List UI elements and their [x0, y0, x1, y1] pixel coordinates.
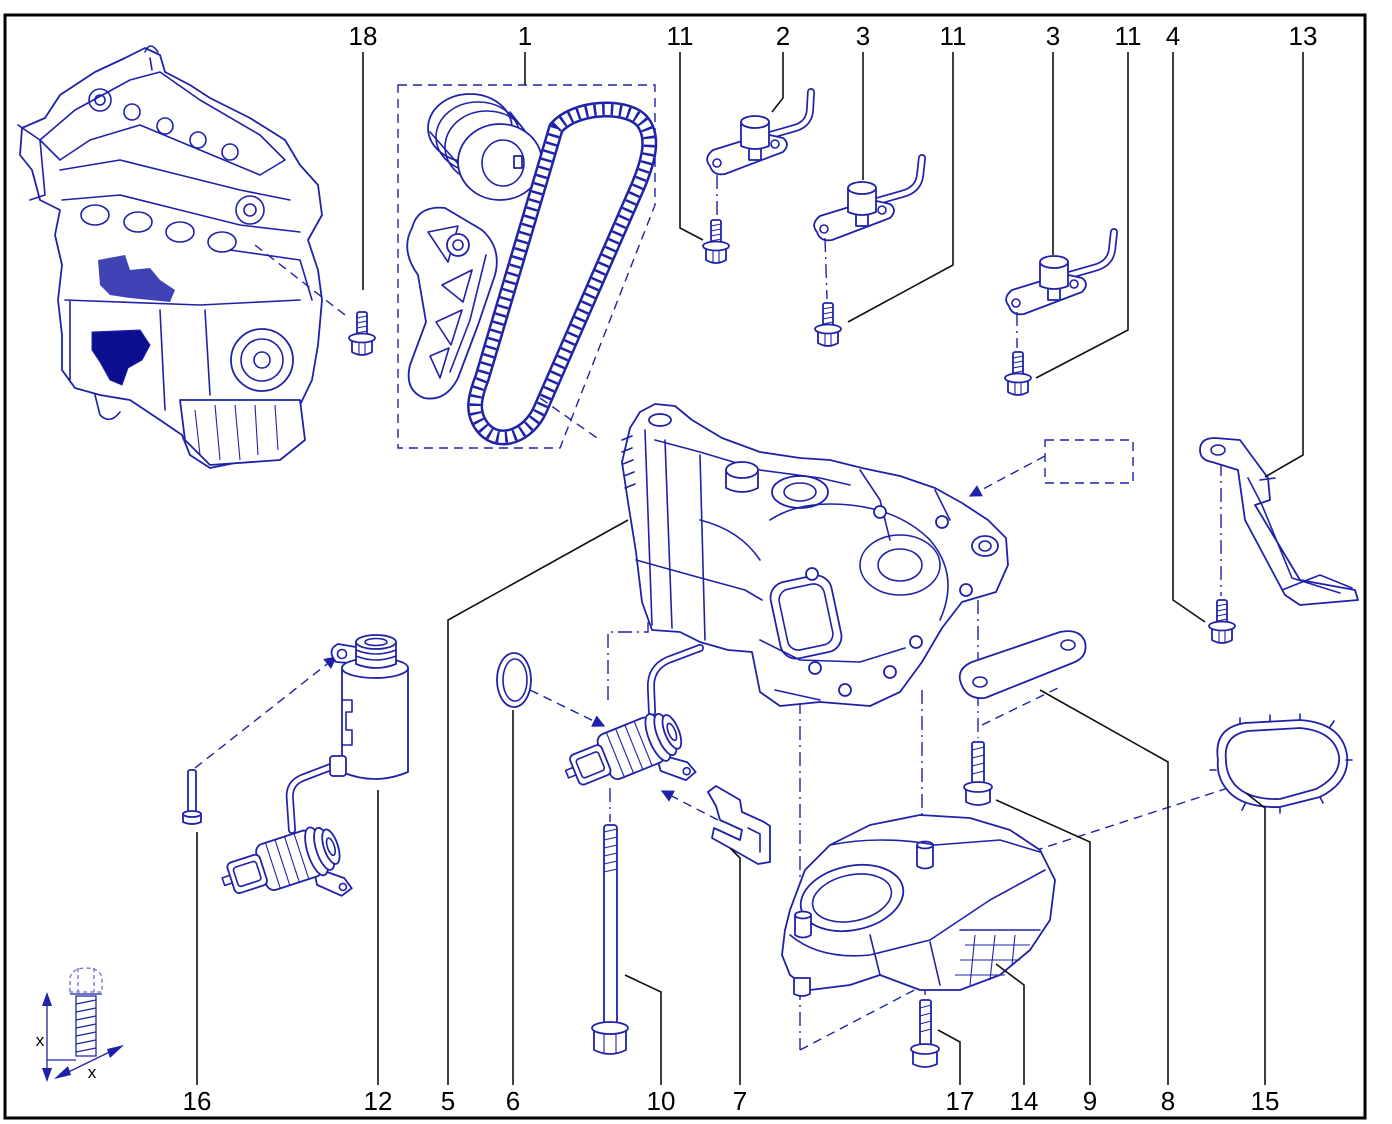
oil-pump-body	[621, 403, 1009, 716]
callout-8: 8	[1161, 1086, 1175, 1116]
clip-7	[707, 785, 771, 865]
bracket-part-3-b	[1005, 228, 1118, 316]
bolt-9	[963, 741, 993, 806]
oil-pump-location-highlight	[91, 329, 151, 386]
bolt-17	[910, 999, 940, 1068]
o-ring-6	[496, 652, 532, 708]
callout-1: 1	[518, 21, 532, 51]
bracket-part-3-a	[813, 154, 926, 242]
callout-15: 15	[1251, 1086, 1280, 1116]
callout-12: 12	[364, 1086, 393, 1116]
callout-11-c: 11	[1115, 21, 1142, 51]
kit-outline-dashed	[397, 84, 656, 449]
callout-18: 18	[349, 21, 378, 51]
long-bolt-10	[591, 824, 629, 1055]
chain-tensioner	[406, 206, 498, 400]
callout-13: 13	[1289, 21, 1318, 51]
callout-3-a: 3	[856, 21, 870, 51]
callout-7: 7	[733, 1086, 747, 1116]
sprocket	[427, 93, 543, 201]
dimension-label-vertical: x	[36, 1031, 45, 1050]
callout-17: 17	[946, 1086, 975, 1116]
timing-chain-kit	[397, 84, 658, 449]
gasket-15	[1209, 713, 1353, 814]
engine-assembly-locator	[17, 45, 323, 469]
callout-5: 5	[441, 1086, 455, 1116]
callout-3-b: 3	[1046, 21, 1060, 51]
callout-11-a: 11	[667, 21, 694, 51]
callout-16: 16	[183, 1086, 212, 1116]
bolt-dimension-icon: x x	[36, 967, 124, 1082]
bracket-13	[1199, 437, 1359, 606]
timing-chain	[467, 101, 658, 446]
reference-box-dashed	[1044, 439, 1134, 484]
callout-6: 6	[506, 1086, 520, 1116]
callout-14: 14	[1010, 1086, 1039, 1116]
callout-2: 2	[776, 21, 790, 51]
callouts-bottom: 16 12 5 6 10 7 17 14 9 8 15	[183, 1086, 1280, 1116]
callout-11-b: 11	[940, 21, 967, 51]
callout-9: 9	[1083, 1086, 1097, 1116]
bracket-part-2	[706, 88, 815, 176]
callout-4: 4	[1166, 21, 1180, 51]
pin-bolt-16	[182, 769, 202, 825]
dimension-label-horizontal: x	[88, 1063, 97, 1082]
plate-8	[958, 630, 1087, 700]
leader-lines	[196, 52, 1304, 1085]
oil-strainer-14	[781, 814, 1056, 997]
callouts-top: 18 1 11 2 3 11 3 11 4 13	[349, 21, 1318, 51]
solenoid-valve	[285, 634, 409, 834]
callout-10: 10	[647, 1086, 676, 1116]
